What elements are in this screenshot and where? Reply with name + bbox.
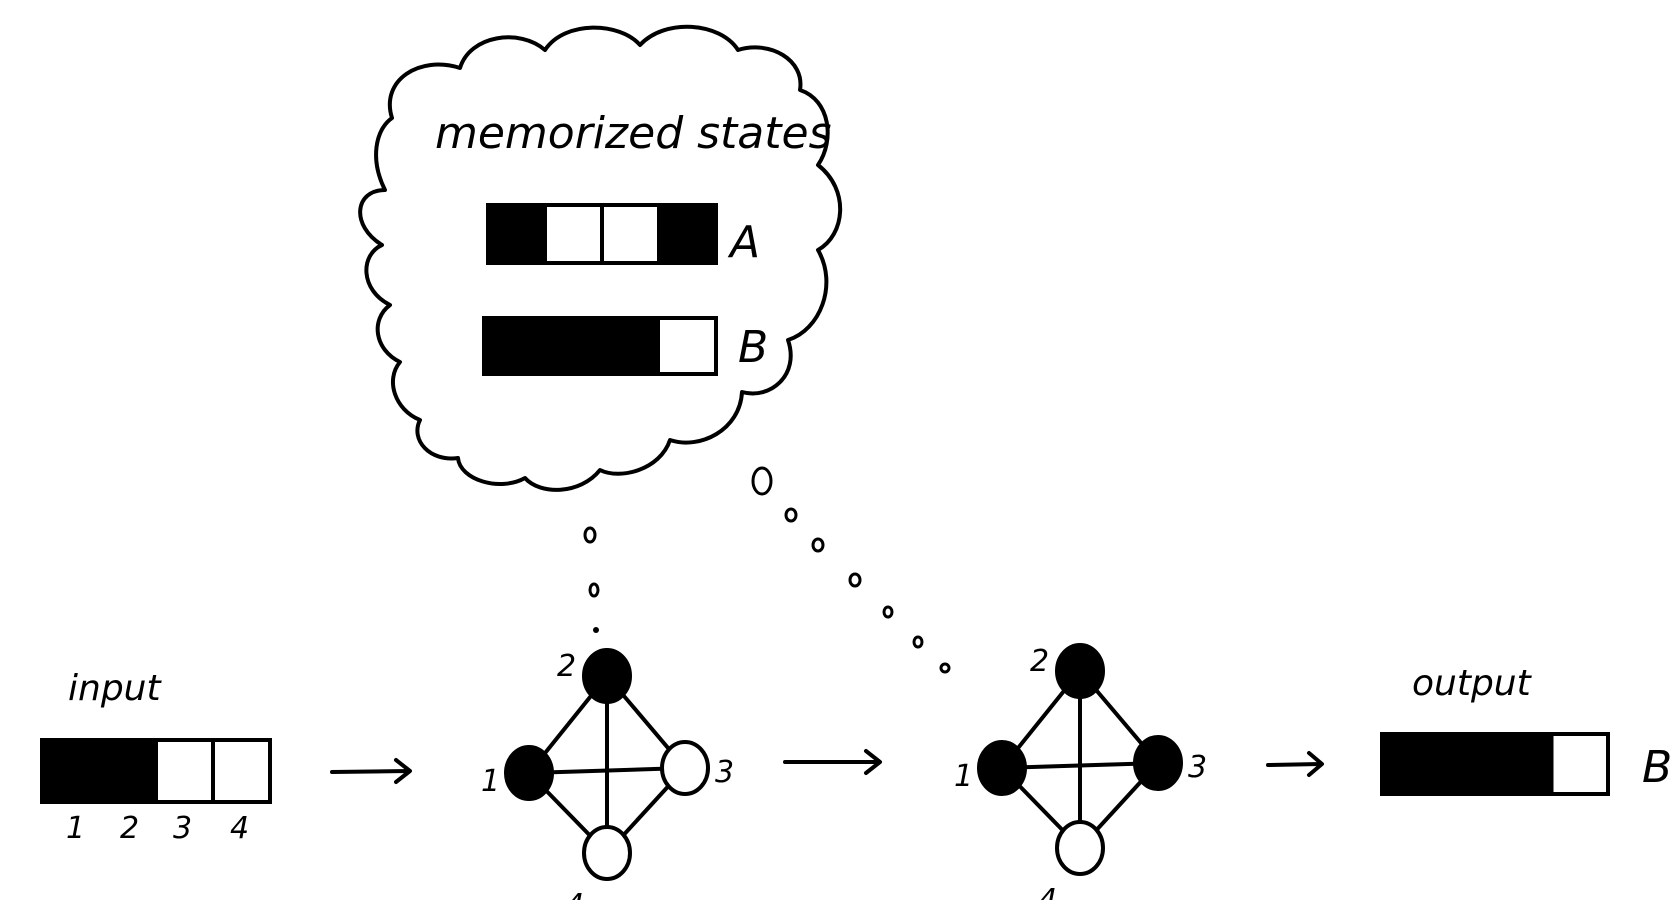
- state-b-cell-1: [482, 316, 544, 376]
- network-2-node-label-1: 1: [954, 759, 973, 794]
- input-cell-1: [40, 738, 101, 804]
- thought-bubble: [593, 627, 599, 633]
- network-1-node-label-2: 2: [557, 649, 576, 684]
- network-2-node-2: [1055, 643, 1105, 699]
- output-cell-1: [1380, 732, 1441, 796]
- network-2-node-4: [1055, 820, 1105, 876]
- memorized-state-b: [482, 316, 718, 376]
- input-state-bar: [40, 738, 272, 804]
- thought-bubble: [912, 635, 924, 649]
- arrow-input-to-network-1: [330, 758, 412, 784]
- network-2-node-1: [977, 740, 1027, 796]
- network-2-node-label-4: 4: [1038, 883, 1057, 900]
- input-index-1: 1: [66, 811, 85, 846]
- state-a-cell-4: [657, 203, 718, 265]
- thought-bubble: [939, 662, 951, 674]
- thought-bubble: [751, 466, 773, 496]
- input-label: input: [68, 668, 162, 709]
- hopfield-network-2: 1 2 3 4: [954, 643, 1207, 905]
- network-2-node-label-2: 2: [1030, 644, 1049, 679]
- thought-bubble: [583, 526, 597, 544]
- state-b-cell-2: [540, 316, 602, 376]
- network-1-node-1: [504, 745, 554, 801]
- arrow-network-1-to-network-2: [783, 749, 882, 775]
- state-b-label: B: [738, 322, 768, 373]
- network-1-node-label-3: 3: [715, 755, 734, 790]
- network-2-node-label-3: 3: [1188, 750, 1207, 785]
- state-b-cell-3: [598, 316, 660, 376]
- input-index-3: 3: [173, 811, 192, 846]
- thought-cloud: [358, 24, 843, 492]
- state-a-cell-3: [600, 203, 661, 265]
- arrow-network-2-to-output: [1266, 751, 1324, 777]
- input-index-2: 2: [120, 811, 139, 846]
- thought-bubble: [588, 582, 600, 598]
- network-1-node-4: [582, 825, 632, 881]
- memorized-state-a: [486, 203, 718, 265]
- thought-bubble: [784, 507, 798, 523]
- thought-bubble: [811, 537, 825, 553]
- thought-bubble: [848, 572, 862, 588]
- output-cell-4: [1549, 732, 1610, 796]
- state-a-cell-2: [543, 203, 604, 265]
- network-1-node-3: [660, 740, 710, 796]
- output-label: output: [1412, 663, 1533, 704]
- input-cell-4: [211, 738, 272, 804]
- state-b-cell-4: [656, 316, 718, 376]
- state-a-cell-1: [486, 203, 547, 265]
- output-cell-2: [1436, 732, 1497, 796]
- output-cell-3: [1493, 732, 1554, 796]
- cloud-title: memorized states: [435, 108, 832, 159]
- input-index-4: 4: [230, 811, 249, 846]
- thought-bubble: [882, 605, 894, 619]
- output-state-bar: [1380, 732, 1610, 796]
- input-cell-2: [97, 738, 158, 804]
- network-1-node-label-4: 4: [565, 888, 584, 900]
- output-state-label: B: [1642, 742, 1672, 793]
- hopfield-network-1: 1 2 3 4: [481, 648, 734, 905]
- state-a-label: A: [727, 217, 760, 268]
- network-1-node-2: [582, 648, 632, 704]
- input-cell-3: [154, 738, 215, 804]
- network-2-node-3: [1133, 735, 1183, 791]
- network-1-node-label-1: 1: [481, 764, 500, 799]
